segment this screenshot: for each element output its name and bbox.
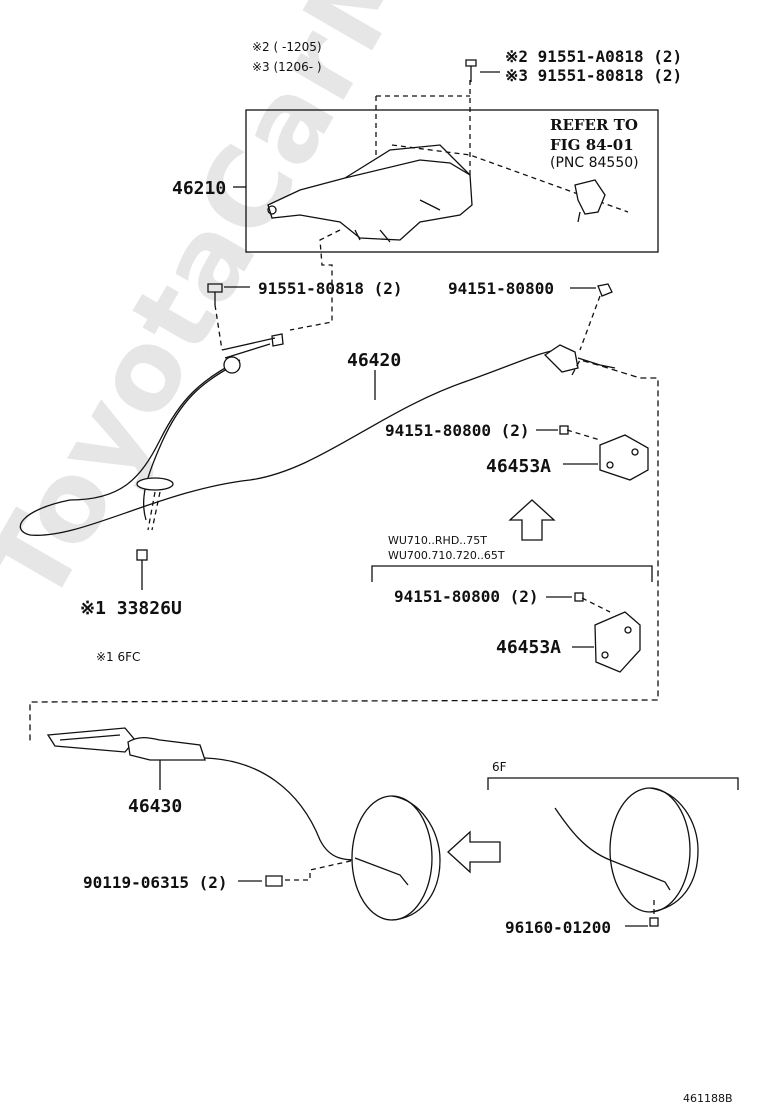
label-6f: 6F <box>492 760 507 774</box>
parking-brake-lever <box>267 159 473 241</box>
part-clip: 96160-01200 <box>505 918 611 937</box>
bolt-left <box>207 283 223 305</box>
part-bracket-a: 46453A <box>486 456 552 477</box>
up-arrow <box>508 499 556 541</box>
bolt-top <box>465 59 477 82</box>
refer-line-1: REFER TO <box>550 116 638 134</box>
figure-id: 461188B <box>683 1092 733 1105</box>
switch-part <box>574 179 606 215</box>
drum-right <box>609 787 691 913</box>
bracket-a <box>599 434 649 481</box>
part-bolt-d: 90119-06315 (2) <box>83 873 228 892</box>
bolt-bottom <box>265 875 283 887</box>
bracket-b <box>594 611 641 673</box>
part-cable-front: 46420 <box>347 350 402 371</box>
note-1: ※1 6FC <box>96 650 141 664</box>
part-bolt-a: ※2 91551-A0818 (2) <box>505 47 683 66</box>
variant-line-1: WU710..RHD..75T <box>388 534 488 547</box>
refer-line-2: FIG 84-01 <box>550 136 634 154</box>
front-cable <box>19 349 561 536</box>
part-cable-rear: 46430 <box>128 796 183 817</box>
part-clamp: ※1 33826U <box>80 598 182 619</box>
clip-96160 <box>649 917 659 927</box>
clamp <box>136 477 174 491</box>
note-3: ※3 (1206- ) <box>252 60 322 74</box>
part-lever: 46210 <box>172 178 227 199</box>
part-nut-c: 94151-80800 (2) <box>394 587 539 606</box>
part-bracket-b: 46453A <box>496 637 562 658</box>
part-bolt-c: 91551-80818 (2) <box>258 279 403 298</box>
variant-line-2: WU700.710.720..65T <box>388 549 505 562</box>
nut-top <box>597 283 613 297</box>
part-nut-a: 94151-80800 <box>448 279 554 298</box>
note-2: ※2 ( -1205) <box>252 40 322 54</box>
part-bolt-b: ※3 91551-80818 (2) <box>505 66 683 85</box>
part-nut-b: 94151-80800 (2) <box>385 421 530 440</box>
cable-end-front <box>543 344 579 373</box>
drum-left <box>351 795 433 921</box>
left-arrow <box>447 830 501 874</box>
clamp-clip <box>136 549 148 561</box>
refer-line-3: (PNC 84550) <box>550 155 639 171</box>
lever-assembly-box <box>245 109 659 253</box>
